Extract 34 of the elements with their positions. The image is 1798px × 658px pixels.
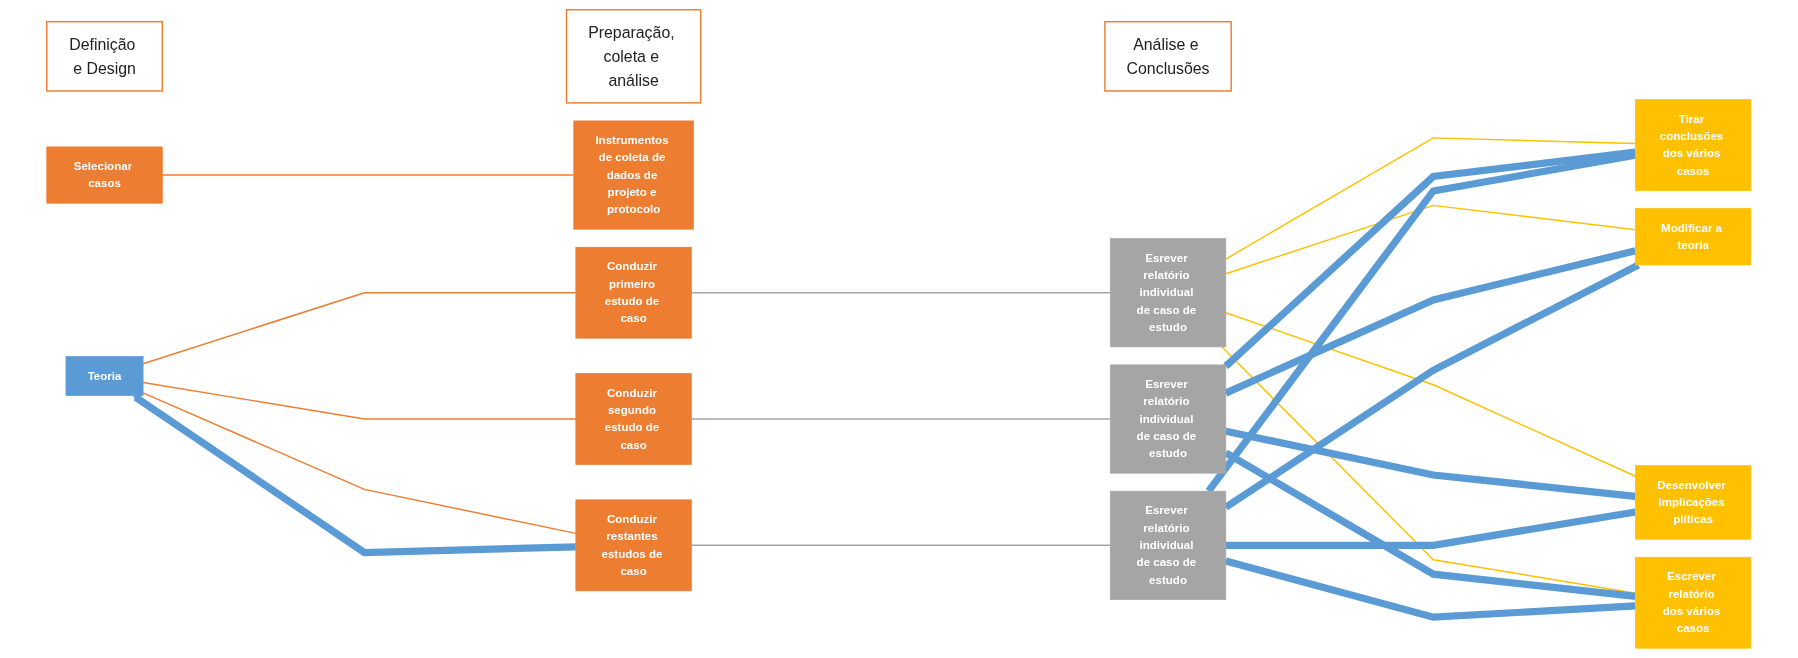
connector — [1225, 204, 1637, 275]
connector — [690, 418, 1112, 420]
connector — [1225, 427, 1636, 500]
node-box: Definição e Design — [46, 21, 164, 92]
node-box: Teoria — [65, 356, 144, 396]
connector — [1224, 449, 1636, 600]
connector — [1225, 508, 1637, 549]
node-box: Conduzir restantes estudos de caso — [575, 499, 692, 592]
connector — [1225, 312, 1637, 477]
node-box: Selecionar casos — [46, 146, 163, 204]
connector — [142, 381, 577, 420]
connector — [690, 292, 1112, 294]
node-box: Instrumentos de coleta de dados de projeto e protocolo — [573, 120, 694, 230]
node-box: Esrever relatório individual de caso de estudo — [1110, 238, 1227, 348]
node-box: Esrever relatório individual de caso de estudo — [1110, 490, 1227, 600]
connector — [690, 544, 1112, 547]
connector — [142, 392, 577, 535]
connector — [1225, 137, 1637, 260]
connector — [1223, 148, 1636, 369]
node-box: Preparação, coleta e análise — [565, 9, 702, 104]
connector — [1225, 557, 1636, 621]
node-box: Escrever relatório dos vários casos — [1635, 556, 1752, 649]
node-box: Esrever relatório individual de caso de estudo — [1110, 364, 1227, 474]
connector — [142, 292, 577, 365]
connector — [161, 174, 575, 176]
node-box: Conduzir primeiro estudo de caso — [575, 246, 692, 339]
connector — [1221, 346, 1637, 594]
node-box: Tirar conclusões dos vários casos — [1635, 99, 1752, 191]
node-box: Desenvolver implicações plíticas — [1635, 465, 1752, 540]
connector — [1224, 247, 1637, 397]
node-box: Conduzir segundo estudo de caso — [575, 373, 692, 465]
arrow — [133, 394, 577, 557]
node-box: Modificar a teoria — [1635, 208, 1752, 266]
node-box: Análise e Conclusões — [1104, 21, 1233, 92]
